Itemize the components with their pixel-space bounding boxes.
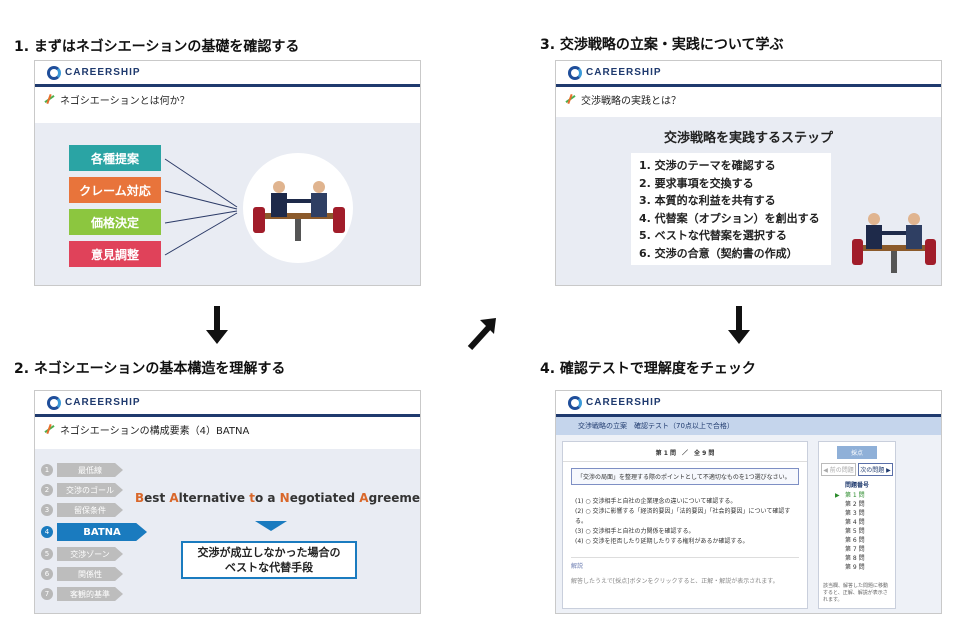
slide-header: CAREERSHIP xyxy=(35,391,420,417)
question-nav-panel: 採点 ◀ 前の問題 次の問題 ▶ 問題番号 ▶第 1 問 第 2 問 第 3 問… xyxy=(818,441,896,609)
brand-logo-text: CAREERSHIP xyxy=(65,397,141,408)
handshake-illustration xyxy=(852,213,936,273)
brand-logo-text: CAREERSHIP xyxy=(65,67,141,78)
arrow-down-icon xyxy=(206,306,228,346)
next-question-button[interactable]: 次の問題 ▶ xyxy=(858,463,893,476)
question-list-title: 問題番号 xyxy=(844,482,869,489)
careership-logo-icon xyxy=(568,395,582,410)
connector-lines xyxy=(164,158,238,256)
question-link[interactable]: 第 3 問 xyxy=(845,510,865,517)
step-4-title: 4. 確認テストで理解度をチェック xyxy=(540,361,756,377)
category-proposal: 各種提案 xyxy=(69,145,161,171)
slide-body: 第 1 問 ／ 全 9 問 「交渉の局面」を整理する際のポイントとして不適切なも… xyxy=(556,435,941,613)
test-title-band: 交渉戦略の立案 確認テスト（70点以上で合格） xyxy=(556,417,941,435)
slide-body: 各種提案 クレーム対応 価格決定 意見調整 xyxy=(35,123,420,285)
step-item: 4. 代替案（オプション）を創出する xyxy=(639,211,820,225)
answer-options: (1) ○ 交渉相手と自社の企業理念の違いについて確認する。 (2) ○ 交渉に… xyxy=(563,491,807,547)
slide-strategy-practice: CAREERSHIP 交渉戦略の実践とは？ 交渉戦略を実践するステップ 1. 交… xyxy=(555,60,942,286)
slide-subtitle-text: ネゴシエーションとは何か？ xyxy=(60,95,190,107)
slide-header: CAREERSHIP xyxy=(556,61,941,87)
question-link-current[interactable]: ▶第 1 問 xyxy=(835,492,865,499)
category-pricing: 価格決定 xyxy=(69,209,161,235)
slide-header: CAREERSHIP xyxy=(35,61,420,87)
step-3-title: 3. 交渉戦略の立案・実践について学ぶ xyxy=(540,37,784,53)
question-link[interactable]: 第 6 問 xyxy=(845,537,865,544)
category-complaint: クレーム対応 xyxy=(69,177,161,203)
arrow-up-right-icon xyxy=(467,318,496,351)
explanation-label: 解説 xyxy=(571,557,799,570)
slide-subtitle: ネゴシエーションの構成要素（4）BATNA xyxy=(35,417,420,441)
step-item: 5. ベストな代替案を選択する xyxy=(639,229,787,242)
slide-subtitle: ネゴシエーションとは何か？ xyxy=(35,87,420,111)
down-triangle-icon xyxy=(255,521,287,531)
steps-list: 1. 交渉のテーマを確認する 2. 要求事項を交換する 3. 本質的な利益を共有… xyxy=(631,153,831,265)
slide-subtitle: 交渉戦略の実践とは？ xyxy=(556,87,941,111)
slide-negotiation-basics: CAREERSHIP ネゴシエーションとは何か？ 各種提案 クレーム対応 価格決… xyxy=(34,60,421,286)
brand-logo-text: CAREERSHIP xyxy=(586,67,662,78)
pin-icon xyxy=(43,423,57,435)
careership-logo-icon xyxy=(47,65,61,80)
question-link[interactable]: 第 5 問 xyxy=(845,528,865,535)
answer-option[interactable]: (3) ○ 交渉相手と自社の力関係を確認する。 xyxy=(575,528,695,535)
steps-heading: 交渉戦略を実践するステップ xyxy=(663,131,833,146)
answer-option[interactable]: (1) ○ 交渉相手と自社の企業理念の違いについて確認する。 xyxy=(575,498,737,505)
question-link[interactable]: 第 9 問 xyxy=(845,564,865,571)
category-opinion: 意見調整 xyxy=(69,241,161,267)
step-item: 1. 交渉のテーマを確認する xyxy=(639,159,776,172)
step-item: 6. 交渉の合意（契約書の作成） xyxy=(639,246,798,260)
question-text: 「交渉の局面」を整理する際のポイントとして不適切なものを1つ選びなさい。 xyxy=(571,468,799,485)
step-2-title: 2. ネゴシエーションの基本構造を理解する xyxy=(14,361,286,377)
brand-logo-text: CAREERSHIP xyxy=(586,397,662,408)
slide-quiz: CAREERSHIP 交渉戦略の立案 確認テスト（70点以上で合格） 第 1 問… xyxy=(555,390,942,614)
step-item: 2. 要求事項を交換する xyxy=(639,176,754,190)
question-link[interactable]: 第 8 問 xyxy=(845,555,865,562)
careership-logo-icon xyxy=(568,65,582,80)
question-link[interactable]: 第 4 問 xyxy=(845,519,865,526)
handshake-illustration xyxy=(253,181,345,241)
answer-option[interactable]: (4) ○ 交渉を拒否したり延期したりする権利があるか確認する。 xyxy=(575,538,749,545)
answer-option[interactable]: (2) ○ 交渉に影響する「経済的要因」「法的要因」「社会的要因」について確認す… xyxy=(575,508,791,525)
explanation-text: 解答したうえで[採点]ボタンをクリックすると、正解・解説が表示されます。 xyxy=(571,578,779,585)
score-button[interactable]: 採点 xyxy=(837,446,877,459)
batna-definition-box: 交渉が成立しなかった場合の ベストな代替手段 xyxy=(181,541,357,579)
slide-header: CAREERSHIP xyxy=(556,391,941,417)
slide-body: 交渉戦略を実践するステップ 1. 交渉のテーマを確認する 2. 要求事項を交換す… xyxy=(556,117,941,285)
batna-english: Best Alternative to a Negotiated Agreeme… xyxy=(135,491,420,505)
prev-question-button[interactable]: ◀ 前の問題 xyxy=(821,463,856,476)
careership-logo-icon xyxy=(47,395,61,410)
current-arrow-icon: ▶ xyxy=(835,492,840,499)
question-link[interactable]: 第 7 問 xyxy=(845,546,865,553)
pin-icon xyxy=(564,93,578,105)
slide-subtitle-text: ネゴシエーションの構成要素（4）BATNA xyxy=(60,425,250,437)
pin-icon xyxy=(43,93,57,105)
step-item: 3. 本質的な利益を共有する xyxy=(639,194,776,207)
side-note: 該当欄、解答した問題に移動すると、正解、解説が表示されます。 xyxy=(823,583,889,603)
question-panel: 第 1 問 ／ 全 9 問 「交渉の局面」を整理する際のポイントとして不適切なも… xyxy=(562,441,808,609)
question-list: ▶第 1 問 第 2 問 第 3 問 第 4 問 第 5 問 第 6 問 第 7… xyxy=(819,491,895,572)
question-link[interactable]: 第 2 問 xyxy=(845,501,865,508)
step-1-title: 1. まずはネゴシエーションの基礎を確認する xyxy=(14,39,300,55)
arrow-down-icon xyxy=(728,306,750,346)
question-number: 第 1 問 ／ 全 9 問 xyxy=(563,442,807,462)
slide-subtitle-text: 交渉戦略の実践とは？ xyxy=(581,95,681,107)
